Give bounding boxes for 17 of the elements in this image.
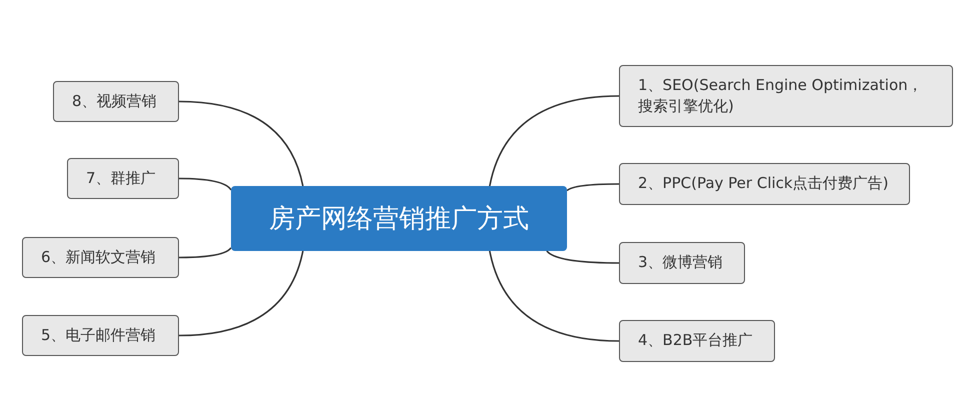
connector-line [178,250,304,336]
connector-line [488,95,620,186]
connector-line [178,100,304,186]
connector-line [179,178,232,190]
subtopic-box: 8、视频营销 [53,81,179,122]
central-topic-box: 房产网络营销推广方式 [231,186,567,251]
subtopic-box: 6、新闻软文营销 [22,237,179,278]
connector-line [546,250,619,264]
subtopic-box: 5、电子邮件营销 [22,315,179,356]
connector-line [179,247,232,258]
subtopic-box: 3、微博营销 [619,242,745,284]
subtopic-box: 1、SEO(Search Engine Optimization，搜索引擎优化) [619,65,953,127]
subtopic-box: 4、B2B平台推广 [619,320,775,362]
connector-line [488,250,620,342]
subtopic-box: 2、PPC(Pay Per Click点击付费广告) [619,163,910,205]
subtopic-box: 7、群推广 [67,158,179,199]
connector-line [566,183,619,192]
